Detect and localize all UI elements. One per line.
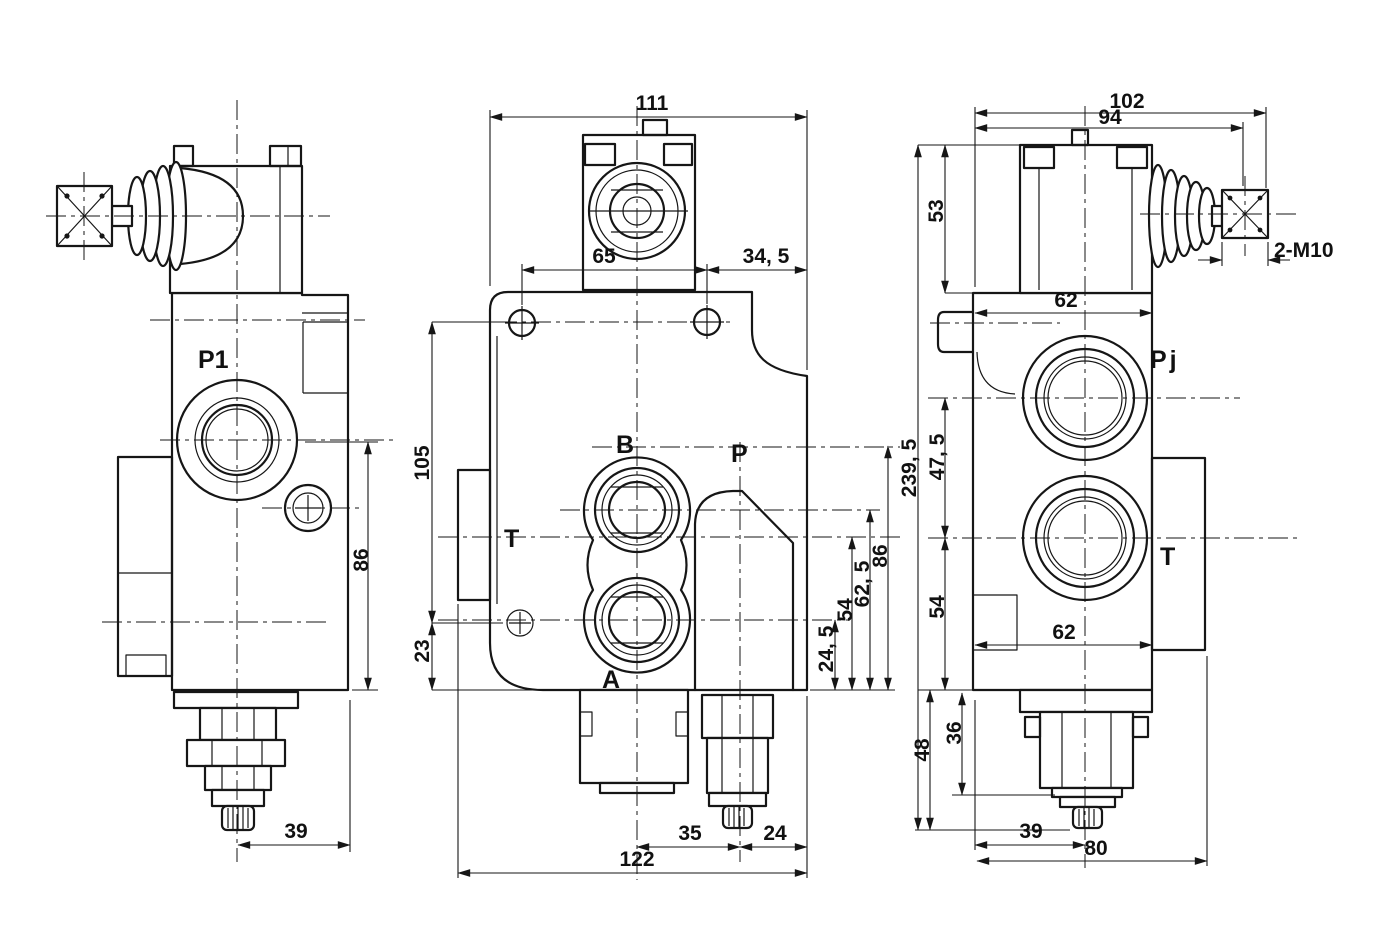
- annotations: P1 86 39 111 65 34, 5 B A P T 105 23 24,…: [198, 90, 1334, 871]
- port-label-t: T: [504, 525, 519, 553]
- dim-label-35: 35: [678, 822, 702, 845]
- dim-label-65: 65: [592, 245, 616, 268]
- dim-label-47-5: 47, 5: [926, 433, 949, 480]
- dim-label-24: 24: [763, 822, 787, 845]
- joystick-knob: [55, 184, 114, 248]
- port-label-a: A: [602, 666, 620, 694]
- dim-label-39-right: 39: [1019, 820, 1042, 843]
- port-label-t-right: T: [1160, 543, 1175, 571]
- dim-label-102: 102: [1109, 90, 1144, 113]
- dim-label-80: 80: [1084, 837, 1107, 860]
- bolt-icon: [172, 144, 195, 168]
- port-label-pj: Pj: [1150, 346, 1180, 374]
- right-side-view: [936, 128, 1270, 830]
- bolt-icon: [583, 142, 617, 167]
- dim-label-239-5: 239, 5: [898, 438, 921, 497]
- dim-label-86-front: 86: [869, 544, 892, 567]
- dim-label-122: 122: [619, 848, 654, 871]
- side-port-block: [936, 310, 975, 354]
- thread-callout: 2-M10: [1274, 239, 1334, 262]
- relief-valve: [172, 690, 300, 832]
- dim-label-54-right: 54: [926, 595, 949, 619]
- bottom-cover: [578, 688, 690, 785]
- left-side-view: [55, 144, 350, 832]
- lever-shaft: [1210, 204, 1224, 228]
- drain-hole: [506, 609, 534, 637]
- dimension-lines: [237, 107, 1290, 878]
- dim-label-62-5: 62, 5: [851, 560, 874, 607]
- valve-body-outline: [488, 290, 809, 692]
- p-port-boss: [693, 489, 795, 692]
- dim-label-34-5: 34, 5: [743, 245, 790, 268]
- port-label-b: B: [616, 431, 634, 459]
- side-port-block: [116, 455, 174, 678]
- mounting-hole: [505, 306, 539, 340]
- port-label-p1: P1: [198, 346, 229, 374]
- centerlines: [46, 100, 1298, 880]
- dim-label-54-front: 54: [834, 598, 857, 622]
- bottom-valve: [1018, 688, 1154, 830]
- port-label-p: P: [731, 440, 748, 468]
- dim-label-94: 94: [1098, 106, 1122, 129]
- dim-label-111: 111: [636, 92, 669, 115]
- dim-label-36: 36: [943, 721, 966, 744]
- relief-valve: [700, 693, 775, 830]
- dim-label-48: 48: [911, 738, 934, 762]
- dim-label-86-left: 86: [350, 548, 373, 571]
- work-port-boss: [582, 456, 692, 674]
- side-port-block: [1150, 456, 1207, 652]
- dim-label-105: 105: [411, 445, 434, 480]
- dim-label-62-bottom: 62: [1052, 621, 1075, 644]
- joystick-bellows: [1147, 163, 1217, 269]
- knurled-cap: [1071, 805, 1104, 830]
- dim-label-24-5: 24, 5: [815, 625, 838, 672]
- front-view: [456, 118, 809, 830]
- dim-label-23: 23: [411, 639, 434, 662]
- dim-label-62-top: 62: [1054, 289, 1077, 312]
- dim-label-39-left: 39: [284, 820, 307, 843]
- side-port-block: [456, 468, 492, 602]
- bolt-icon: [662, 142, 694, 167]
- pilot-cap: [581, 133, 697, 292]
- dim-label-53: 53: [925, 199, 948, 222]
- knurled-cap: [721, 804, 754, 830]
- bolt-icon: [268, 144, 303, 168]
